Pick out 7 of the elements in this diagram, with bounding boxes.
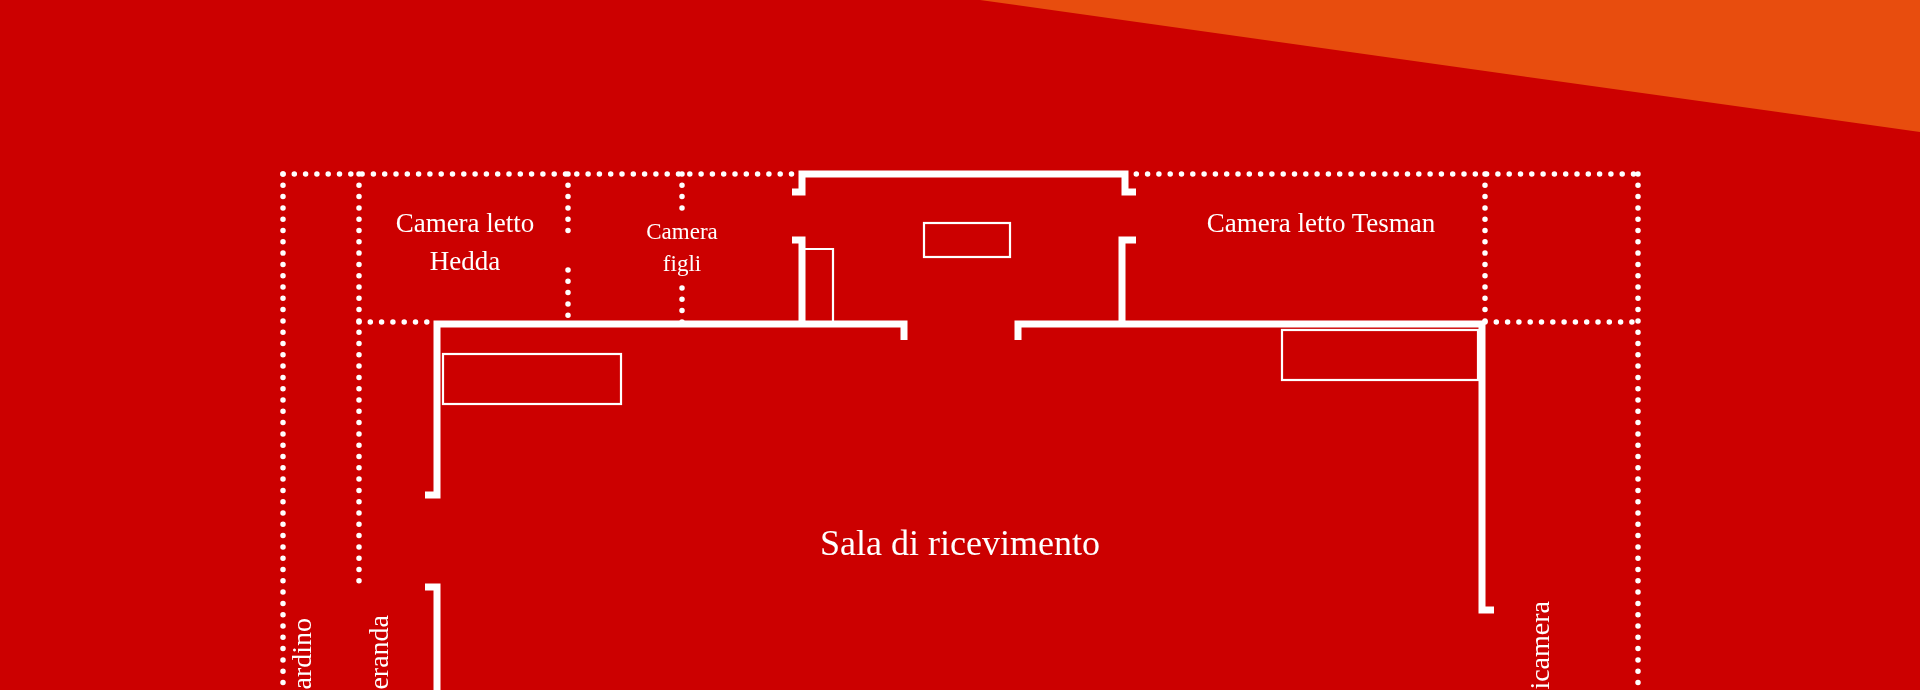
room-label: eranda — [365, 615, 393, 690]
room-label: Camera letto Tesman — [1206, 207, 1436, 240]
room-label: ardino — [288, 618, 316, 690]
room-label: icamera — [1526, 601, 1554, 690]
room-label: Camera figli — [645, 218, 719, 279]
room-label: Camera letto Hedda — [394, 207, 536, 278]
room-label: Sala di ricevimento — [820, 522, 1100, 565]
